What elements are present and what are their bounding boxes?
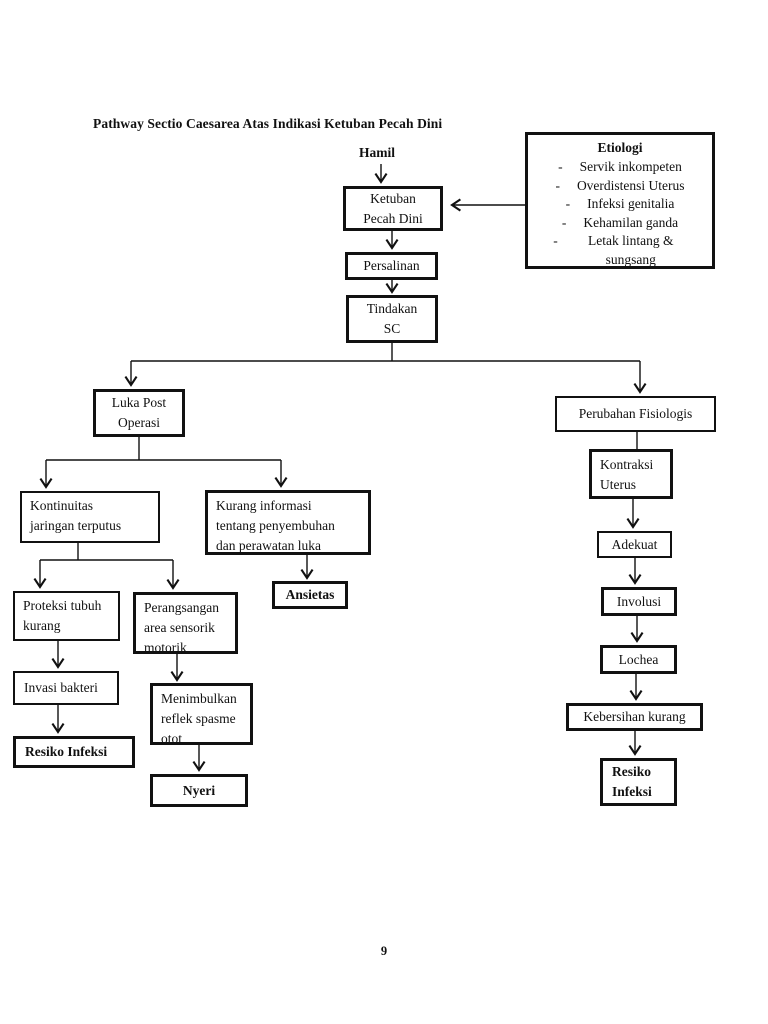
node-persalinan: Persalinan <box>345 252 438 280</box>
bullet-dash: - <box>553 233 558 248</box>
bullet-dash: - <box>565 196 571 211</box>
node-involusi: Involusi <box>601 587 677 616</box>
node-menimbulkan-reflek-spasme: Menimbulkan reflek spasme otot <box>150 683 253 746</box>
bullet-dash: - <box>558 159 563 174</box>
etiologi-item: - Servik inkompeten <box>532 158 708 177</box>
node-adekuat: Adekuat <box>597 531 672 558</box>
node-nyeri: Nyeri <box>150 774 248 807</box>
node-perangsangan-area-sensorik: Perangsangan area sensorik motorik <box>133 592 238 655</box>
bullet-dash: - <box>561 214 567 230</box>
node-resiko-infeksi-kiri: Resiko Infeksi <box>13 736 135 768</box>
page-number: 9 <box>380 944 388 958</box>
node-luka-post-operasi: Luka Post Operasi <box>93 389 185 437</box>
node-invasi-bakteri: Invasi bakteri <box>13 671 119 705</box>
etiologi-heading: Etiologi <box>597 140 643 155</box>
connector-group <box>33 164 647 772</box>
etiologi-item: - Overdistensi Uterus <box>532 177 708 196</box>
bullet-dash: - <box>555 177 560 193</box>
node-lochea: Lochea <box>600 645 677 674</box>
node-ketuban-pecah-dini: Ketuban Pecah Dini <box>343 186 443 231</box>
etiologi-item-label: Overdistensi Uterus <box>576 177 685 193</box>
node-kebersihan-kurang: Kebersihan kurang <box>566 703 703 731</box>
node-hamil: Hamil <box>359 145 395 160</box>
node-perubahan-fisiologis: Perubahan Fisiologis <box>555 396 716 432</box>
etiologi-box: Etiologi - Servik inkompeten - Overdiste… <box>525 132 715 269</box>
node-kurang-informasi: Kurang informasi tentang penyembuhan dan… <box>205 490 371 555</box>
etiologi-item-label: Letak lintang & sungsang <box>588 233 674 267</box>
etiologi-item: - Letak lintang & sungsang <box>532 232 708 269</box>
node-proteksi-tubuh-kurang: Proteksi tubuh kurang <box>13 591 120 641</box>
node-kontraksi-uterus: Kontraksi Uterus <box>589 449 673 499</box>
node-kontinuitas-jaringan-terputus: Kontinuitas jaringan terputus <box>20 491 160 543</box>
node-ansietas: Ansietas <box>272 581 348 609</box>
etiologi-item: - Infeksi genitalia <box>532 195 708 214</box>
node-resiko-infeksi-kanan: Resiko Infeksi <box>600 758 677 806</box>
page-title: Pathway Sectio Caesarea Atas Indikasi Ke… <box>93 116 443 131</box>
node-tindakan-sc: Tindakan SC <box>346 295 438 343</box>
etiologi-item-label: Kehamilan ganda <box>583 214 679 230</box>
etiologi-item: - Kehamilan ganda <box>532 214 708 233</box>
etiologi-item-label: Infeksi genitalia <box>587 196 675 211</box>
etiologi-item-label: Servik inkompeten <box>579 159 682 174</box>
